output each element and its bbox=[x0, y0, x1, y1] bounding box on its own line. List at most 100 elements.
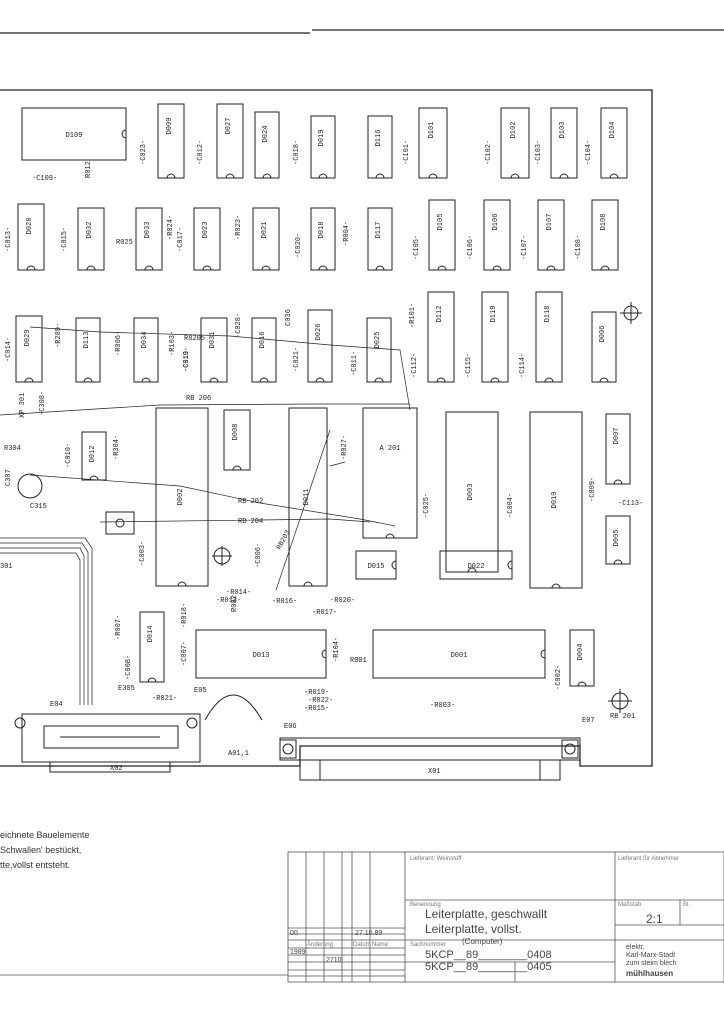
chip-d011: D011 bbox=[288, 407, 328, 587]
chip-body bbox=[535, 291, 563, 383]
component-label: -C113- bbox=[618, 500, 643, 508]
component-label: -R104- bbox=[333, 637, 341, 662]
component-label: -C018- bbox=[293, 140, 301, 165]
chip-notch bbox=[262, 173, 272, 179]
component-label: -C009- bbox=[589, 477, 597, 502]
chip-notch bbox=[303, 581, 313, 587]
component-label: -C308- bbox=[39, 391, 47, 416]
mounting-marks bbox=[17, 302, 642, 721]
title-line-3: (Computer) bbox=[462, 937, 503, 946]
drawing-date: 2710 bbox=[326, 957, 342, 964]
chip-label: D103 bbox=[559, 122, 567, 139]
chip-label: D032 bbox=[86, 222, 94, 239]
chip-notch bbox=[600, 265, 610, 271]
chip-d018: D018 bbox=[310, 207, 336, 271]
chip-body bbox=[157, 103, 185, 179]
component-label: -C012- bbox=[197, 140, 205, 165]
chip-body bbox=[133, 317, 159, 383]
chip-d007: D007 bbox=[605, 413, 631, 485]
chip-d116: D116 bbox=[367, 115, 393, 179]
component-label: -R006- bbox=[115, 331, 123, 356]
chip-notch bbox=[261, 265, 271, 271]
company-line-1: elektr. bbox=[626, 944, 645, 951]
chip-d023: D023 bbox=[193, 207, 221, 271]
chip-body bbox=[591, 311, 617, 383]
chip-d119: D119 bbox=[481, 291, 509, 383]
chip-label: D027 bbox=[225, 118, 233, 135]
chip-d014: D014 bbox=[139, 611, 165, 683]
chip-label: D008 bbox=[232, 424, 240, 441]
chip-d025: D025 bbox=[366, 317, 392, 383]
sachnummer-label: Sachnummer bbox=[410, 942, 446, 948]
chip-notch bbox=[177, 581, 187, 587]
component-label: -R017- bbox=[312, 609, 337, 617]
chip-label: D031 bbox=[209, 332, 217, 349]
chip-body bbox=[483, 199, 511, 271]
chip-body bbox=[254, 111, 280, 179]
component-label: -C101- bbox=[403, 140, 411, 165]
chip-label: A 201 bbox=[379, 445, 400, 453]
component-label: C036 bbox=[285, 309, 293, 326]
assembly-note-1: eichnete Bauelemente bbox=[0, 830, 90, 840]
chip-body bbox=[355, 550, 397, 580]
chip-body bbox=[367, 207, 393, 271]
chip-d021: D021 bbox=[252, 207, 280, 271]
component-label: -C105- bbox=[413, 235, 421, 260]
chip-notch bbox=[507, 560, 513, 570]
chip-label: D003 bbox=[467, 484, 475, 501]
chip-d106: D106 bbox=[483, 199, 511, 271]
chip-body bbox=[427, 291, 455, 383]
company-line-4: mühlhausen bbox=[626, 969, 674, 978]
chip-d118: D118 bbox=[535, 291, 563, 383]
chip-body bbox=[366, 317, 392, 383]
chip-body bbox=[251, 317, 277, 383]
chip-d034: D034 bbox=[133, 317, 159, 383]
chip-d003: D003 bbox=[445, 411, 499, 573]
chip-label: D105 bbox=[437, 214, 445, 231]
chip-label: D005 bbox=[613, 530, 621, 547]
chip-label: D011 bbox=[303, 489, 311, 506]
chip-notch bbox=[321, 649, 327, 659]
chip-body bbox=[17, 203, 45, 271]
chip-notch bbox=[375, 173, 385, 179]
chip-notch bbox=[467, 567, 477, 573]
component-label: -R003- bbox=[430, 702, 455, 710]
chip-d001: D001 bbox=[372, 629, 546, 679]
component-label: R8205 bbox=[184, 335, 205, 343]
chip-notch bbox=[166, 173, 176, 179]
chip-notch bbox=[209, 377, 219, 383]
component-label: -C014- bbox=[5, 337, 13, 362]
component-label: -R018- bbox=[181, 603, 189, 628]
connector-x02 bbox=[14, 713, 201, 773]
component-label: -C019- bbox=[183, 347, 191, 372]
chip-label: D006 bbox=[599, 326, 607, 343]
component-label: -C114- bbox=[519, 353, 527, 378]
component-label: X02 bbox=[110, 765, 123, 773]
chip-d105: D105 bbox=[428, 199, 456, 271]
top-right-label: Lieferant für Abnehmer bbox=[618, 856, 680, 862]
chip-notch bbox=[24, 377, 34, 383]
chip-d102: D102 bbox=[500, 107, 530, 179]
chip-label: D022 bbox=[468, 563, 485, 571]
component-label: -R027- bbox=[341, 435, 349, 460]
chip-label: D117 bbox=[375, 222, 383, 239]
chip-label: D026 bbox=[315, 324, 323, 341]
chip-body bbox=[439, 550, 513, 580]
chip-body bbox=[550, 107, 578, 179]
chip-notch bbox=[225, 173, 235, 179]
chip-d109: D109 bbox=[21, 107, 127, 161]
benennung-label: Benennung bbox=[410, 902, 441, 908]
chip-d028: D028 bbox=[17, 203, 45, 271]
component-label: -C002- bbox=[555, 665, 563, 690]
component-label: -C007- bbox=[181, 641, 189, 666]
chip-d009: D009 bbox=[157, 103, 185, 179]
chip-label: D034 bbox=[141, 332, 149, 349]
part-number-2: 5KCP__89________0405 bbox=[425, 961, 552, 973]
component-label: -C003- bbox=[139, 541, 147, 566]
chip-notch bbox=[374, 377, 384, 383]
component-label: -C015- bbox=[61, 227, 69, 252]
chip-body bbox=[288, 407, 328, 587]
chip-label: D108 bbox=[600, 214, 608, 231]
